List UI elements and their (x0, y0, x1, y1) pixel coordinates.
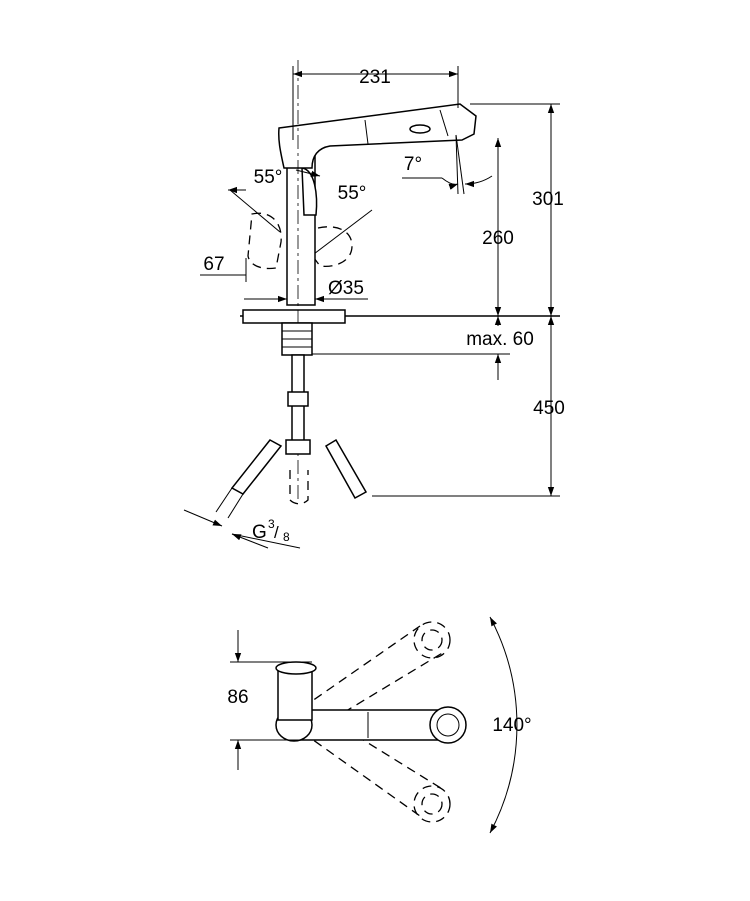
dim-thread: G 3 / 8 (252, 517, 290, 544)
dim-angle-right: 55° (338, 183, 367, 204)
handle-cap (275, 661, 317, 675)
supply-hose-left (230, 439, 283, 495)
svg-text:3: 3 (268, 517, 275, 531)
dim-diameter: Ø35 (328, 278, 364, 299)
svg-text:8: 8 (283, 530, 290, 544)
dim-max-deck: max. 60 (466, 329, 534, 350)
coupling-nut (287, 391, 309, 407)
hose-end (285, 439, 311, 455)
top-view: 86 140° (227, 616, 532, 834)
handle-ghost-right (313, 226, 353, 268)
spray-head-top (429, 706, 467, 744)
dim-spout-height: 260 (482, 228, 514, 249)
spout-seam (364, 119, 369, 145)
mounting-plate (242, 309, 346, 324)
dim-swivel-angle: 140° (492, 715, 531, 736)
hose-left-end (215, 487, 233, 513)
angle-ref-left (229, 189, 281, 233)
spout-ghost-lower (301, 711, 445, 817)
angle-ref-right (305, 209, 373, 261)
swivel-arc (489, 616, 518, 834)
dim-spray-angle: 7° (404, 154, 422, 175)
spray-head-ring (439, 109, 449, 137)
dim-depth: 86 (227, 687, 248, 708)
spout (278, 103, 477, 169)
dim-total-height: 301 (532, 189, 564, 210)
hose-ghost (289, 470, 309, 505)
handle-top (277, 667, 313, 721)
supply-hose-right (324, 438, 368, 500)
dim-below-deck: 450 (533, 398, 565, 419)
handle (301, 167, 318, 216)
dim-angle-left: 55° (254, 167, 283, 188)
dim-handle-reach: 67 (203, 254, 224, 275)
front-view: 231 301 260 7° 55° 55° 67 Ø35 max. (183, 60, 565, 549)
handle-ghost-left (247, 212, 282, 270)
dim-width: 231 (359, 67, 391, 88)
svg-text:G: G (252, 522, 267, 543)
spout-ghost-upper (301, 625, 445, 729)
spray-button (409, 124, 431, 134)
svg-text:/: / (274, 523, 279, 542)
